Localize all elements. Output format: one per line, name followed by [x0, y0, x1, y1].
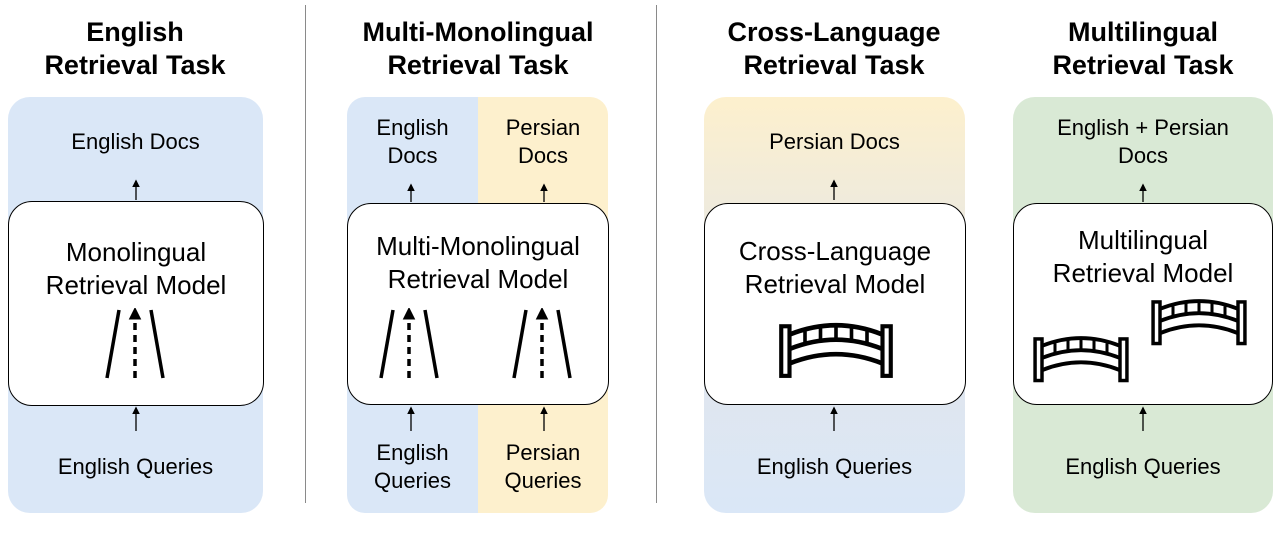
- label-line: Docs: [517, 143, 569, 168]
- road-icon: [512, 308, 572, 380]
- title-line: English: [86, 17, 184, 47]
- model-label-line: Retrieval Model: [387, 264, 569, 294]
- english-docs-label: English Docs: [71, 129, 200, 154]
- up-arrow-icon: [132, 179, 140, 200]
- road-icon: [105, 308, 165, 380]
- bridge-icon: [1142, 295, 1256, 347]
- up-arrow-icon: [407, 183, 415, 202]
- multilingual-model-box: Multilingual Retrieval Model: [1013, 203, 1273, 405]
- title-line: Multi-Monolingual: [362, 17, 594, 47]
- english-persian-docs-label: English + Persian Docs: [1013, 114, 1273, 170]
- title-line: Multilingual: [1068, 17, 1218, 47]
- up-arrow-icon: [132, 406, 140, 431]
- up-arrow-icon: [1139, 183, 1147, 202]
- persian-queries-label: Persian Queries: [478, 439, 608, 495]
- persian-docs-label: Persian Docs: [478, 114, 608, 170]
- up-arrow-icon: [540, 406, 548, 431]
- model-label-line: Monolingual: [65, 237, 207, 267]
- title-line: Retrieval Task: [387, 50, 569, 80]
- label-line: English: [376, 440, 449, 465]
- label-line: Docs: [387, 143, 438, 168]
- label-line: Persian: [505, 440, 581, 465]
- label-line: English: [376, 115, 449, 140]
- title-line: Cross-Language: [727, 17, 941, 47]
- up-arrow-icon: [830, 406, 838, 431]
- model-label-line: Multi-Monolingual: [376, 231, 580, 261]
- task-title-multi-monolingual: Multi-Monolingual Retrieval Task: [338, 16, 618, 82]
- model-label-line: Retrieval Model: [1052, 258, 1234, 288]
- english-queries-label: English Queries: [57, 454, 214, 479]
- english-queries-label: English Queries: [756, 454, 913, 479]
- model-label-line: Retrieval Model: [45, 270, 227, 300]
- model-label-line: Cross-Language: [738, 236, 932, 266]
- cross-language-model-box: Cross-Language Retrieval Model: [704, 203, 966, 405]
- label-line: English + Persian: [1057, 115, 1229, 140]
- bridge-icon: [1024, 332, 1138, 384]
- divider: [305, 5, 306, 503]
- english-docs-label: English Docs: [347, 114, 478, 170]
- model-label-line: Retrieval Model: [744, 269, 926, 299]
- label-line: Persian: [505, 115, 581, 140]
- up-arrow-icon: [830, 179, 838, 200]
- monolingual-model-box: Monolingual Retrieval Model: [8, 201, 264, 406]
- task-title-multilingual: Multilingual Retrieval Task: [1013, 16, 1273, 82]
- up-arrow-icon: [407, 406, 415, 431]
- english-queries-label: English Queries: [1065, 454, 1221, 479]
- title-line: Retrieval Task: [44, 50, 226, 80]
- divider: [656, 5, 657, 503]
- road-icon: [379, 308, 439, 380]
- label-line: Queries: [373, 468, 452, 493]
- task-title-cross-language: Cross-Language Retrieval Task: [704, 16, 964, 82]
- persian-docs-label: Persian Docs: [769, 129, 900, 154]
- model-label-line: Multilingual: [1077, 225, 1209, 255]
- up-arrow-icon: [540, 183, 548, 202]
- label-line: Queries: [504, 468, 582, 493]
- task-title-english: English Retrieval Task: [5, 16, 265, 82]
- title-line: Retrieval Task: [1052, 50, 1234, 80]
- bridge-icon: [779, 318, 893, 380]
- label-line: Docs: [1117, 143, 1169, 168]
- title-line: Retrieval Task: [743, 50, 925, 80]
- english-queries-label: English Queries: [347, 439, 478, 495]
- up-arrow-icon: [1139, 406, 1147, 431]
- multi-monolingual-model-box: Multi-Monolingual Retrieval Model: [347, 203, 609, 405]
